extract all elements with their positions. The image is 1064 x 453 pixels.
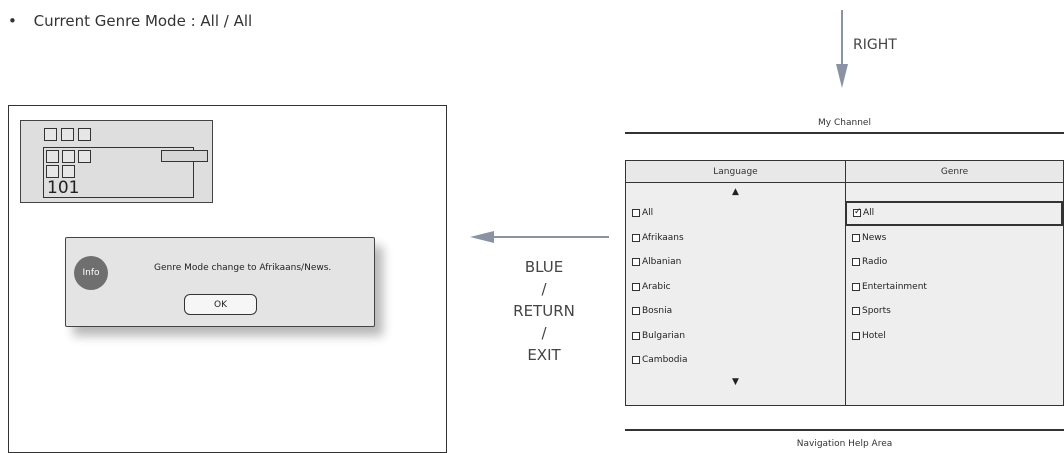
- checkbox-icon[interactable]: [852, 307, 860, 316]
- scroll-down-icon[interactable]: ▼: [732, 376, 739, 387]
- menu-title: My Channel: [818, 118, 871, 128]
- checkbox-icon[interactable]: [632, 331, 640, 340]
- banner-icon-slot: [78, 150, 91, 163]
- ok-button[interactable]: OK: [184, 294, 257, 315]
- genre-header: Genre: [846, 161, 1063, 183]
- info-dialog: Info Genre Mode change to Afrikaans/News…: [65, 237, 375, 327]
- navigation-help-area: Navigation Help Area: [796, 439, 893, 449]
- checkbox-icon[interactable]: [632, 258, 640, 267]
- genre-item[interactable]: Radio: [846, 250, 1063, 275]
- key-return: RETURN: [513, 302, 575, 320]
- banner-bar: [161, 150, 208, 162]
- banner-icon-slot: [46, 150, 59, 163]
- language-column: Language ▲ All Afrikaans Albanian Arabic…: [626, 161, 846, 405]
- bullet: •: [8, 12, 17, 30]
- key-separator: /: [541, 324, 547, 342]
- bottom-divider: [625, 429, 1064, 431]
- language-item[interactable]: Cambodia: [626, 348, 845, 373]
- banner-icon-slot: [62, 165, 75, 178]
- down-arrow-icon: [836, 10, 848, 88]
- genre-item-focused[interactable]: All: [845, 201, 1063, 226]
- checkbox-icon[interactable]: [632, 209, 640, 218]
- language-item[interactable]: All: [626, 201, 845, 226]
- genre-item[interactable]: News: [846, 226, 1063, 251]
- top-divider: [625, 132, 1064, 134]
- dialog-message: Genre Mode change to Afrikaans/News.: [154, 263, 332, 273]
- current-genre-mode-text: Current Genre Mode : All / All: [33, 12, 253, 30]
- banner-icon-slot: [78, 128, 91, 141]
- checked-checkbox-icon[interactable]: [853, 206, 862, 218]
- banner-icon-slot: [61, 128, 74, 141]
- checkbox-icon[interactable]: [632, 307, 640, 316]
- checkbox-icon[interactable]: [632, 282, 640, 291]
- channel-number: 101: [47, 178, 80, 198]
- checkbox-icon[interactable]: [852, 282, 860, 291]
- genre-item[interactable]: Sports: [846, 299, 1063, 324]
- genre-spacer: [846, 183, 1063, 201]
- tv-screen: 101 Info Genre Mode change to Afrikaans/…: [8, 105, 447, 453]
- checkbox-icon[interactable]: [632, 233, 640, 242]
- genre-column: Genre All News Radio Entertainment Sport…: [845, 161, 1063, 405]
- language-item[interactable]: Arabic: [626, 275, 845, 300]
- info-icon: Info: [74, 256, 108, 290]
- checkbox-icon[interactable]: [852, 331, 860, 340]
- my-channel-menu: Language ▲ All Afrikaans Albanian Arabic…: [625, 160, 1064, 406]
- banner-icon-slot: [44, 128, 57, 141]
- checkbox-icon[interactable]: [632, 356, 640, 365]
- genre-item[interactable]: Hotel: [846, 324, 1063, 349]
- language-item[interactable]: Bulgarian: [626, 324, 845, 349]
- language-item[interactable]: Bosnia: [626, 299, 845, 324]
- language-item[interactable]: Afrikaans: [626, 226, 845, 251]
- banner-icon-slot: [62, 150, 75, 163]
- banner-info-box: 101: [43, 147, 208, 198]
- left-arrow-icon: [470, 231, 609, 243]
- banner-icon-slot: [46, 165, 59, 178]
- channel-banner: 101: [20, 120, 213, 203]
- checkbox-icon[interactable]: [852, 258, 860, 267]
- language-header: Language: [626, 161, 845, 183]
- genre-item[interactable]: Entertainment: [846, 275, 1063, 300]
- key-separator: /: [541, 280, 547, 298]
- key-blue: BLUE: [524, 258, 564, 276]
- back-keys-label: BLUE / RETURN / EXIT: [494, 256, 594, 366]
- checkbox-icon[interactable]: [852, 233, 860, 242]
- scroll-up-icon[interactable]: ▲: [732, 187, 739, 197]
- current-genre-mode-line: • Current Genre Mode : All / All: [8, 12, 252, 30]
- right-key-label: RIGHT: [853, 37, 897, 53]
- language-item[interactable]: Albanian: [626, 250, 845, 275]
- key-exit: EXIT: [527, 346, 561, 364]
